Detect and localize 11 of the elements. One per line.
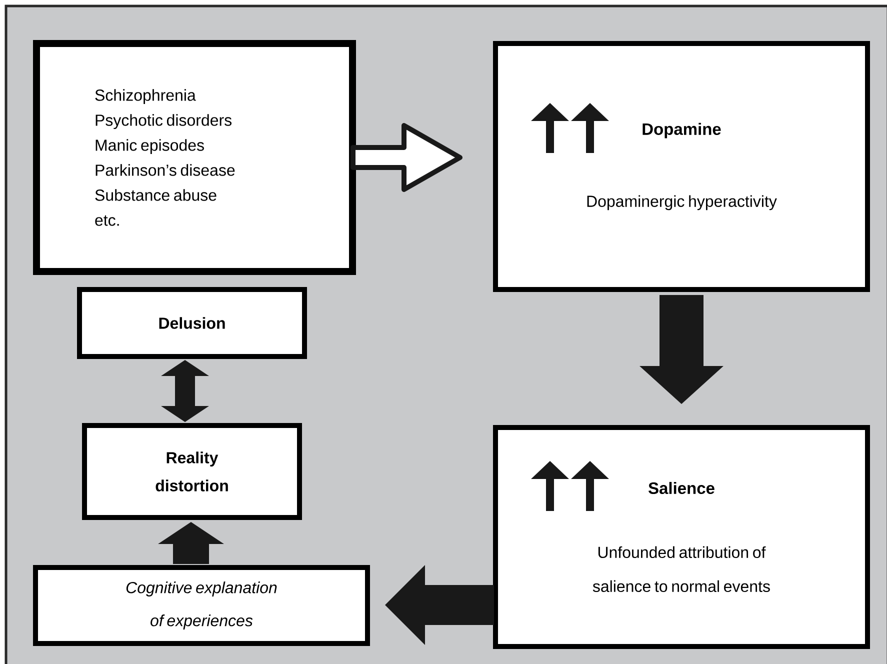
block-arrow [158,522,224,564]
process-box: Delusion [77,287,307,359]
block-arrow [161,360,209,422]
process-box: Reality distortion [82,423,302,520]
block-arrow [350,123,462,192]
process-box: Dopamine Dopaminergic hyperactivity [493,41,870,292]
list-box: Schizophrenia Psychotic disorders Manic episodes Parkinson’s disease Substance abuse etc. [33,40,356,275]
process-box: Salience Unfounded attribution of salience to normal events [493,425,870,649]
block-arrow [640,295,724,404]
process-box: Cognitive explanation of experiences [33,565,370,646]
block-arrow [385,565,494,645]
